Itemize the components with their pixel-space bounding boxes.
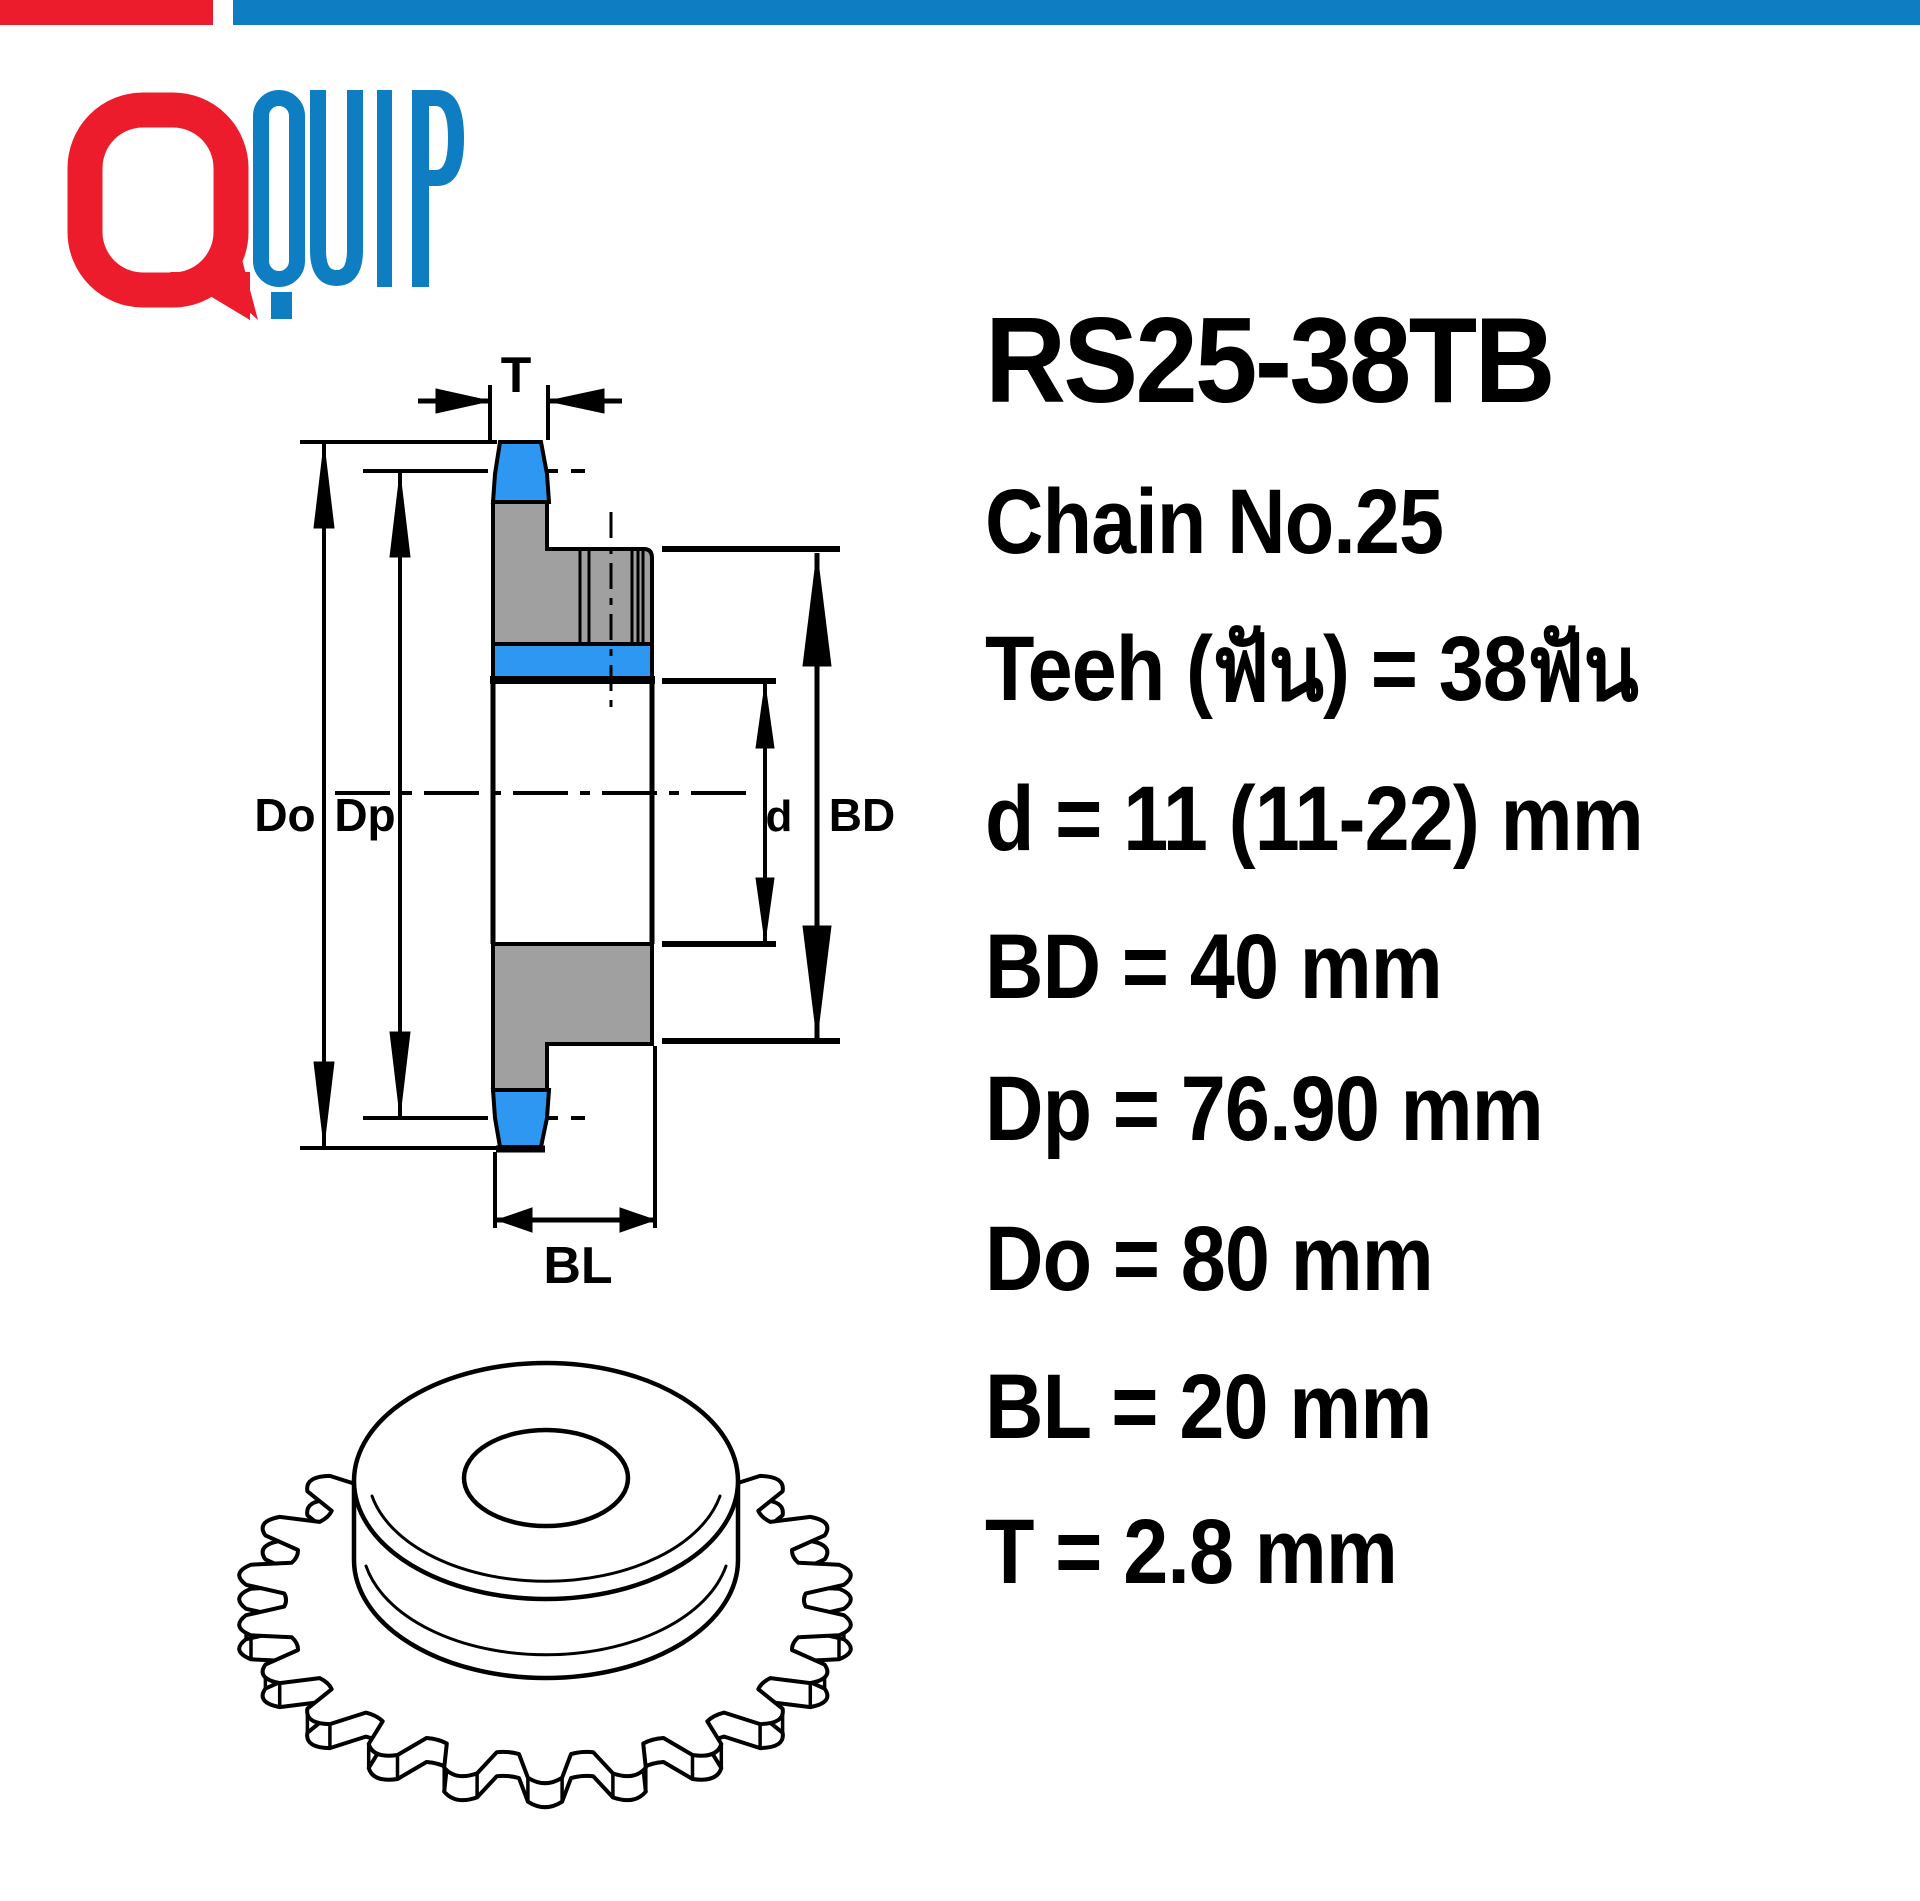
header-red-bar: [0, 0, 213, 25]
sprocket-hub-top-edge-contour: [370, 1494, 722, 1583]
spec-teeth: Teeh (ฟัน) = 38ฟัน: [985, 618, 1639, 720]
product-title: RS25-38TB: [985, 292, 1556, 428]
sprocket-cross-section: T Do Dp d BD BL: [254, 347, 895, 1295]
spec-bd: BD = 40 mm: [985, 916, 1443, 1018]
header-blue-bar: [233, 0, 1920, 25]
dimension-lines: [313, 388, 832, 1233]
spec-do: Do = 80 mm: [985, 1208, 1434, 1310]
spec-t: T = 2.8 mm: [985, 1501, 1398, 1603]
setscrew-hatch-lines: [578, 549, 645, 644]
tooth-top-section: [490, 440, 552, 504]
dim-label-bd: BD: [829, 789, 895, 841]
spec-bl: BL = 20 mm: [985, 1356, 1432, 1458]
logo-quip-letters: [253, 90, 464, 319]
hub-lower-section: [491, 942, 654, 1092]
spec-bore-d: d = 11 (11-22) mm: [985, 768, 1644, 870]
sprocket-hub-bottom-contour: [364, 1564, 728, 1657]
dim-label-bl: BL: [543, 1237, 612, 1295]
dim-label-do: Do: [254, 789, 315, 841]
dim-label-d: d: [766, 792, 793, 841]
sprocket-3d-view: [237, 1360, 853, 1810]
spec-column: RS25-38TB Chain No.25 Teeh (ฟัน) = 38ฟัน…: [985, 0, 1920, 1901]
hub-upper-section: [491, 500, 654, 646]
logo-q-mark-icon: [67, 92, 258, 320]
spec-dp: Dp = 76.90 mm: [985, 1058, 1544, 1160]
sprocket-bore-hole: [461, 1427, 631, 1529]
dim-label-t: T: [501, 347, 532, 403]
tooth-bottom-section: [490, 1088, 552, 1149]
quip-logo: [67, 90, 464, 320]
bore-highlight-band: [491, 642, 654, 680]
spec-chain-no: Chain No.25: [985, 471, 1444, 573]
dim-label-dp: Dp: [334, 789, 395, 841]
extension-lines: [300, 385, 840, 1228]
